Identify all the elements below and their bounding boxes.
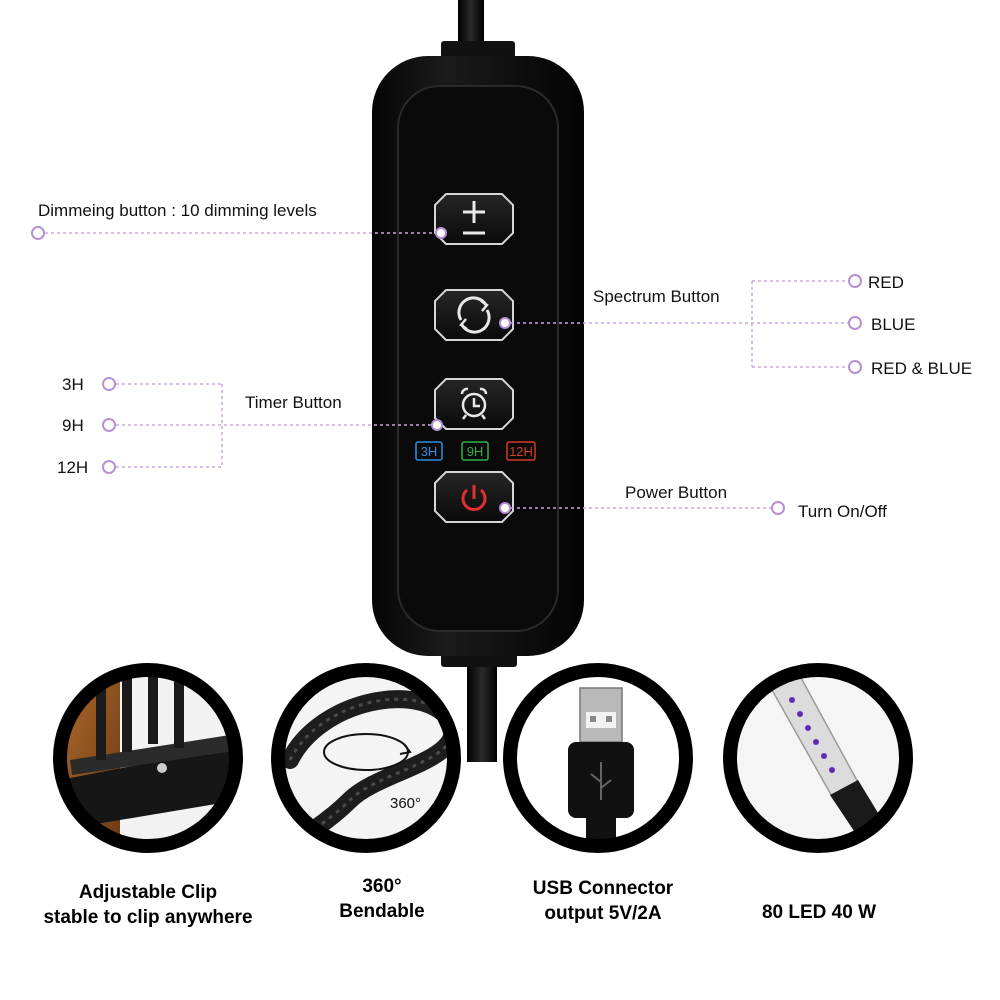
timer-option-9h: 9H xyxy=(62,416,84,435)
feature-caption-bendable: 360° Bendable xyxy=(300,874,464,924)
dimming-button[interactable] xyxy=(434,193,514,245)
feature-clip-subtitle: stable to clip anywhere xyxy=(43,907,253,928)
indicator-12h-frame xyxy=(506,441,536,461)
bottom-cable xyxy=(467,660,497,762)
controller-face xyxy=(397,85,559,632)
indicator-12h: 12H xyxy=(509,444,533,459)
top-cable-boot xyxy=(441,41,515,58)
usb-feature-image xyxy=(503,663,693,853)
timer-option-3h: 3H xyxy=(62,375,84,394)
alarm-clock-icon xyxy=(460,387,488,420)
timer-button-label: Timer Button xyxy=(245,393,342,412)
power-button[interactable] xyxy=(434,471,514,523)
feature-usb-title: USB Connector xyxy=(532,878,674,899)
gooseneck-feature-image: 360° xyxy=(271,663,461,853)
spectrum-button-label: Spectrum Button xyxy=(593,287,720,306)
timer-indicators: 3H 9H 12H xyxy=(415,441,536,461)
feature-caption-led: 80 LED 40 W xyxy=(740,900,898,925)
spectrum-option-red: RED xyxy=(868,273,904,292)
button-pointer-dots xyxy=(431,227,511,514)
bend-angle-text: 360° xyxy=(390,795,421,812)
clip-feature-image xyxy=(53,663,243,853)
timer-option-12h: 12H xyxy=(57,458,89,477)
feature-led-title: 80 LED 40 W xyxy=(761,902,877,923)
feature-usb-subtitle: output 5V/2A xyxy=(544,903,662,924)
power-icon xyxy=(461,485,487,511)
power-action-label: Turn On/Off xyxy=(798,502,887,521)
power-button-label: Power Button xyxy=(625,483,728,502)
timer-button[interactable] xyxy=(434,378,514,430)
indicator-9h: 9H xyxy=(467,444,484,459)
feature-caption-usb: USB Connector output 5V/2A xyxy=(498,876,708,926)
spectrum-option-blue: BLUE xyxy=(871,315,916,334)
indicator-9h-frame xyxy=(461,441,489,461)
spectrum-button[interactable] xyxy=(434,289,514,341)
leader-lines xyxy=(45,232,848,509)
led-feature-image xyxy=(723,663,913,853)
feature-caption-clip: Adjustable Clip stable to clip anywhere xyxy=(18,880,278,930)
feature-bendable-subtitle: Bendable xyxy=(339,901,425,922)
usb-plug-icon xyxy=(568,687,634,846)
gooseneck-icon: 360° xyxy=(278,690,454,846)
spectrum-option-red-blue: RED & BLUE xyxy=(871,359,973,378)
indicator-3h: 3H xyxy=(421,444,438,459)
cycle-icon xyxy=(457,296,491,334)
clip-icon xyxy=(60,670,236,846)
plus-minus-icon xyxy=(463,201,485,235)
feature-clip-title: Adjustable Clip xyxy=(78,882,218,903)
feature-bendable-title: 360° xyxy=(362,876,402,897)
indicator-3h-frame xyxy=(415,441,443,461)
leader-dots xyxy=(31,226,862,515)
dimming-button-label: Dimmeing button : 10 dimming levels xyxy=(38,201,317,220)
